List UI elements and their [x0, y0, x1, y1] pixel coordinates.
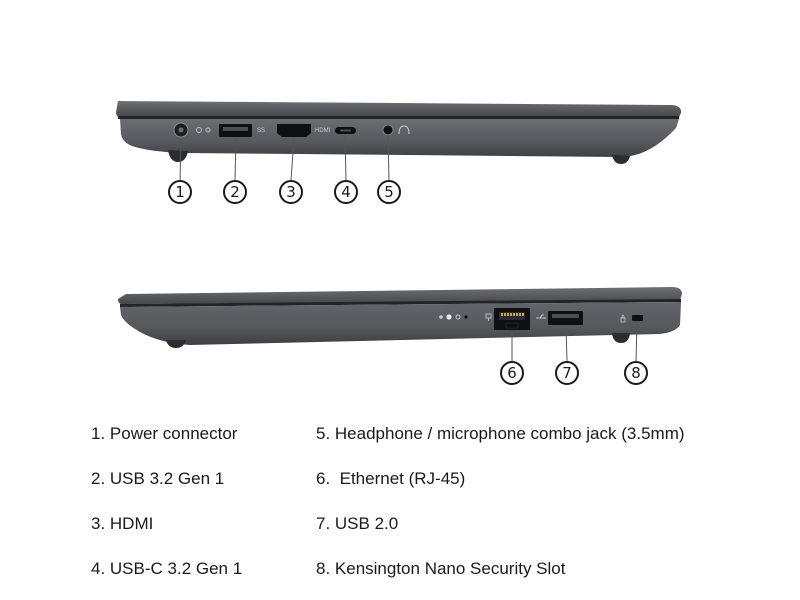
headset-icon	[398, 125, 410, 135]
legend-item-6: 6. Ethernet (RJ-45)	[316, 469, 466, 488]
legend-item-2: 2. USB 3.2 Gen 1	[91, 469, 225, 488]
marker-8: 8	[624, 361, 648, 385]
usb-2-0-port	[548, 311, 583, 325]
usb-c-port	[335, 127, 356, 134]
audio-combo-jack	[382, 124, 394, 136]
laptop-lid	[118, 287, 682, 304]
kensington-security-slot	[632, 315, 643, 321]
laptop-left-side-illustration: SS HDMI	[116, 101, 682, 164]
legend-item-4: 4. USB-C 3.2 Gen 1	[91, 559, 243, 578]
laptop-right-side-illustration	[118, 287, 682, 348]
hdmi-logo: HDMI	[315, 128, 331, 134]
legend-item-1: 1. Power connector	[91, 424, 238, 443]
legend-item-3: 3. HDMI	[91, 514, 154, 533]
marker-2: 2	[223, 180, 247, 204]
power-connector-port	[173, 122, 189, 138]
rubber-foot-front	[166, 340, 186, 348]
marker-1: 1	[168, 180, 192, 204]
marker-5: 5	[377, 180, 401, 204]
legend-item-5: 5. Headphone / microphone combo jack (3.…	[316, 424, 685, 443]
usb-ss-logo: SS	[257, 128, 265, 134]
laptop-lid	[116, 101, 682, 117]
marker-7: 7	[555, 361, 579, 385]
ethernet-port	[494, 308, 530, 330]
laptop-left-side-view: SS HDMI 1 2 3 4 5	[0, 90, 800, 210]
status-indicator-icons	[439, 314, 468, 320]
network-icon	[485, 313, 492, 321]
legend-column-right: 5. Headphone / microphone combo jack (3.…	[316, 420, 685, 600]
lock-icon	[620, 314, 626, 323]
rubber-foot-rear	[612, 155, 630, 164]
laptop-right-side-view: 6 7 8	[0, 280, 800, 395]
rubber-foot-rear	[612, 333, 630, 343]
hdmi-port	[277, 124, 311, 137]
lid-seam	[118, 116, 679, 119]
legend-column-left: 1. Power connector 2. USB 3.2 Gen 1 3. H…	[91, 420, 242, 600]
legend-item-8: 8. Kensington Nano Security Slot	[316, 559, 566, 578]
usb-3-2-port	[219, 124, 252, 137]
usb-symbol-icon	[536, 314, 546, 319]
laptop-base	[120, 302, 681, 345]
legend-item-7: 7. USB 2.0	[316, 514, 399, 533]
marker-6: 6	[500, 361, 524, 385]
rubber-foot-front	[168, 150, 188, 162]
charge-indicator-icon	[205, 127, 211, 133]
marker-3: 3	[279, 180, 303, 204]
lid-seam	[120, 299, 681, 307]
power-indicator-icon	[196, 127, 202, 133]
laptop-base	[120, 119, 679, 157]
marker-4: 4	[334, 180, 358, 204]
